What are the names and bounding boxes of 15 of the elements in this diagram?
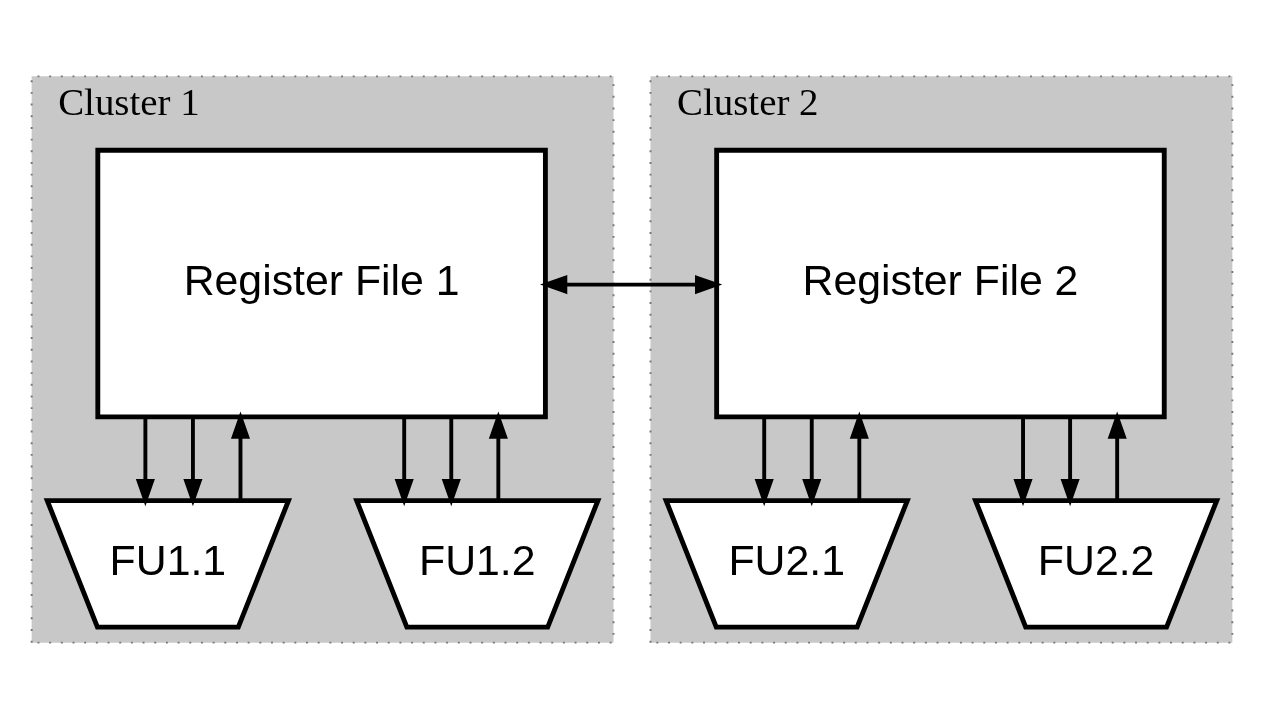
arrow [488,410,508,500]
arrow [135,416,155,506]
arrow [1013,416,1033,506]
arrow [1060,416,1080,506]
arrow [230,410,251,500]
arrow [441,416,461,506]
node-box: Register File 1 [95,147,548,419]
arrow [1107,410,1127,500]
arrow [849,410,869,500]
arrow [183,416,203,506]
arrow [802,416,822,506]
arrow [394,416,414,506]
arrow [540,274,723,294]
arrow [754,416,774,506]
node-box: Register File 2 [714,147,1167,419]
